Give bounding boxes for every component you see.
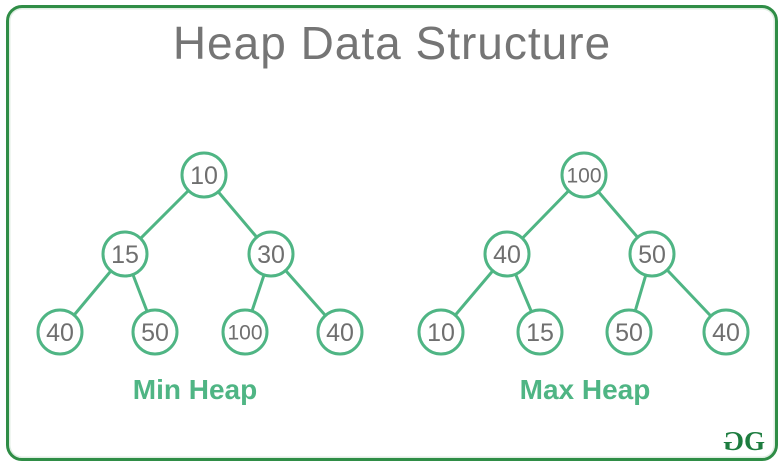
heap-node-circle [101,230,149,278]
heap-node-circle [702,308,750,356]
heap-node-value: 40 [46,319,74,347]
heap-node-circle [483,230,531,278]
heap-node-value: 10 [427,319,455,347]
heap-node-circle [131,308,179,356]
heap-node-circle [605,308,653,356]
heap-node-value: 40 [326,319,354,347]
logo-mirrored-g-glyph: G [725,426,744,456]
heap-node-circle [180,151,228,199]
heap-node-circle [560,151,608,199]
max-heap-label: Max Heap [519,374,651,405]
heap-node-value: 50 [141,319,169,347]
heap-node-value: 50 [638,241,666,269]
heap-node-circle [36,308,84,356]
heap-node-circle [316,308,364,356]
min-heap-label: Min Heap [132,374,258,405]
heap-node-value: 40 [712,319,740,347]
heap-node-value: 100 [566,164,601,187]
heap-node-value: 50 [615,319,643,347]
heap-node-circle [221,308,269,356]
heap-node-value: 15 [111,241,139,269]
page-title: Heap Data Structure [172,17,612,69]
heap-node-value: 40 [493,241,521,269]
min-heap-tree: 10 15 30 40 50 100 40 [36,151,364,356]
heap-node-value: 10 [190,162,218,190]
geeksforgeeks-logo: GG [725,426,765,456]
heap-node-circle [628,230,676,278]
heap-node-circle [417,308,465,356]
max-heap-tree: 100 40 50 10 15 50 40 [417,151,750,356]
heap-node-value: 15 [526,319,554,347]
heap-node-value: 100 [227,321,262,344]
logo-g-glyph: G [743,426,765,456]
heap-node-circle [516,308,564,356]
heap-node-value: 30 [257,241,285,269]
heap-node-circle [247,230,295,278]
